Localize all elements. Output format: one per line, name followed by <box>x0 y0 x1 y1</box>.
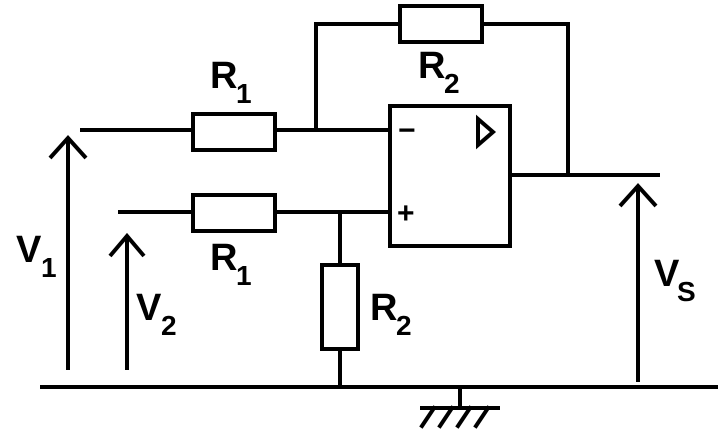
resistor-r1-top <box>191 112 277 152</box>
svg-text:R: R <box>418 45 445 87</box>
svg-text:1: 1 <box>41 252 57 283</box>
resistor-r2-ground <box>320 263 360 351</box>
svg-text:S: S <box>677 276 696 307</box>
svg-text:2: 2 <box>396 310 412 341</box>
v2-arrow-icon <box>108 232 146 370</box>
svg-text:R: R <box>370 287 397 329</box>
label-v2: V 2 <box>136 287 177 341</box>
label-vs: V S <box>654 253 696 307</box>
svg-text:V: V <box>136 287 162 329</box>
svg-text:R: R <box>210 55 237 97</box>
label-r2-feedback: R 2 <box>418 45 460 99</box>
v1-arrow-icon <box>48 135 88 370</box>
svg-text:2: 2 <box>444 68 460 99</box>
svg-text:R: R <box>210 237 237 279</box>
resistor-r1-bottom <box>191 193 277 233</box>
svg-text:V: V <box>16 229 42 271</box>
opamp-noninverting-sign: + <box>397 197 415 230</box>
resistor-r2-feedback <box>398 4 484 44</box>
svg-text:1: 1 <box>236 78 252 109</box>
svg-text:2: 2 <box>161 310 177 341</box>
label-r1-top: R 1 <box>210 55 252 109</box>
opamp-triangle-icon <box>476 114 497 150</box>
svg-text:V: V <box>654 253 680 295</box>
label-r2-ground: R 2 <box>370 287 412 341</box>
label-r1-bottom: R 1 <box>210 237 252 291</box>
label-v1: V 1 <box>16 229 57 283</box>
svg-text:1: 1 <box>236 260 252 291</box>
ground-icon <box>419 385 500 429</box>
opamp-inverting-sign: − <box>398 114 416 147</box>
vs-arrow-icon <box>618 183 658 382</box>
